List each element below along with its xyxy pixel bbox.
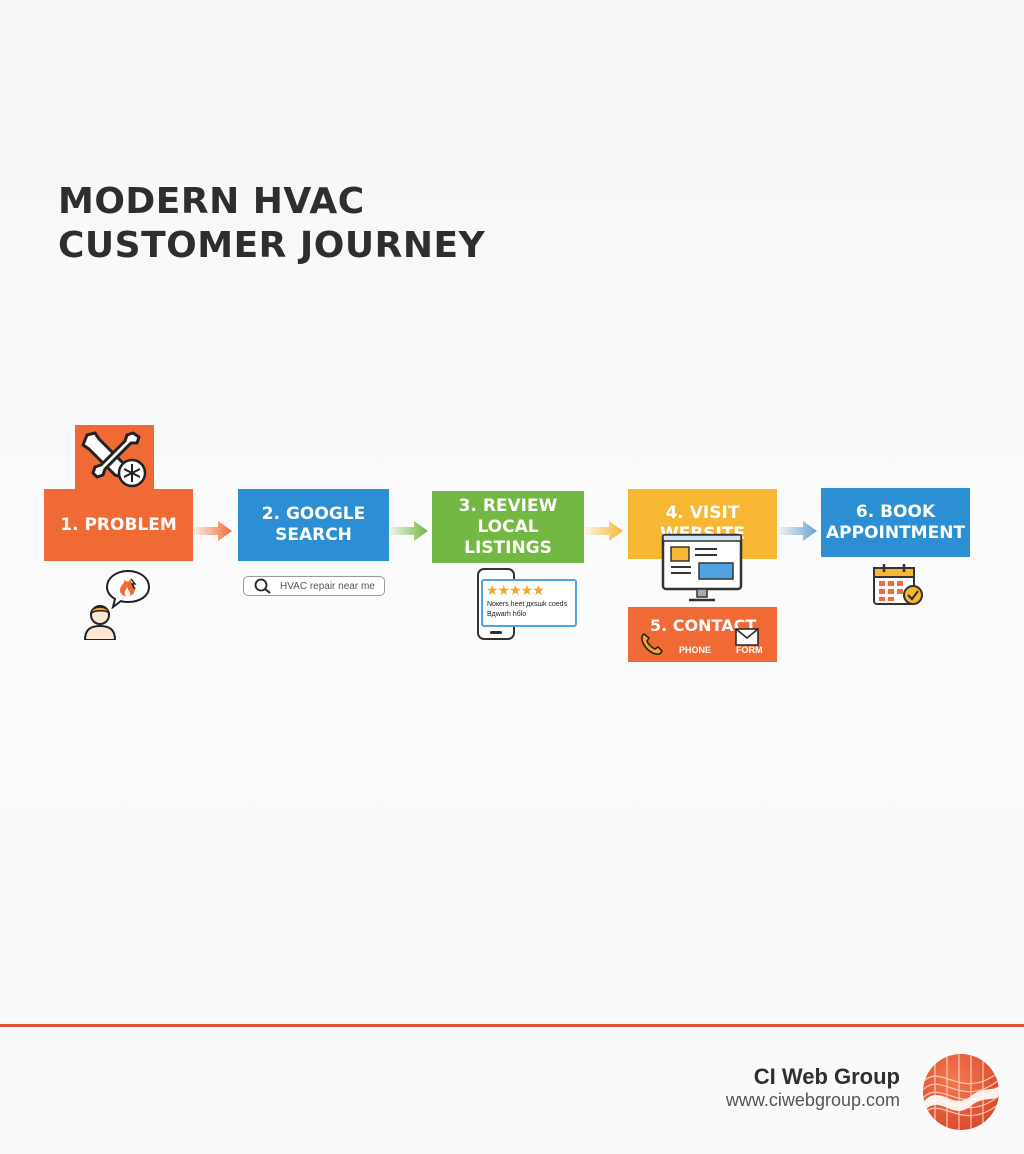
step-6-book-appointment: 6. BOOK APPOINTMENT: [821, 488, 970, 557]
listing-card: ★★★★★ Nокers heet дxsшk coeds Bдwarh hбl…: [481, 579, 577, 627]
step-2-label-line-2: SEARCH: [275, 525, 352, 545]
wrench-snowflake-icon: [81, 431, 147, 488]
ci-web-group-logo-icon: [923, 1054, 999, 1130]
fire-speech-bubble-icon: [105, 569, 151, 609]
arrow-3-icon: [585, 521, 623, 541]
monitor-icon: [661, 533, 743, 602]
step-1-problem: 1. PROBLEM: [44, 489, 193, 561]
contact-phone-label: PHONE: [679, 645, 712, 655]
page-title: MODERN HVAC CUSTOMER JOURNEY: [58, 180, 485, 268]
step-2-google-search: 2. GOOGLE SEARCH: [238, 489, 389, 561]
step-3-label-line-2: LOCAL LISTINGS: [464, 516, 552, 558]
listing-stars: ★★★★★: [486, 583, 545, 599]
step-6-label-line-1: 6. BOOK: [855, 501, 936, 522]
envelope-icon: [735, 628, 759, 646]
footer-divider: [0, 1024, 1024, 1027]
step-6-label-line-2: APPOINTMENT: [825, 522, 966, 543]
arrow-1-icon: [194, 521, 232, 541]
step-5-contact: 5. CONTACT PHONE FORM: [628, 607, 777, 662]
person-icon: [83, 605, 117, 640]
title-line-1: MODERN HVAC: [58, 181, 365, 222]
brand-url[interactable]: www.ciwebgroup.com: [725, 1090, 900, 1110]
step-2-label-line-1: 2. GOOGLE: [261, 504, 366, 524]
contact-form-label: FORM: [736, 645, 763, 655]
contact-title: 5. CONTACT: [650, 616, 757, 635]
title-line-2: CUSTOMER JOURNEY: [58, 225, 486, 266]
step-3-review-listings: 3. REVIEW LOCAL LISTINGS: [432, 491, 584, 563]
step-3-label-line-1: 3. REVIEW: [458, 495, 558, 516]
search-icon: [254, 578, 271, 594]
arrow-4-icon: [779, 521, 817, 541]
search-query: HVAC repair near me: [280, 580, 375, 592]
listing-text-line-2: Bдwarh hбlo: [487, 611, 527, 618]
calendar-check-icon: [873, 564, 923, 605]
brand-name: CI Web Group: [753, 1064, 900, 1089]
step-1-label: 1. PROBLEM: [60, 514, 177, 535]
problem-icon-tab: [75, 425, 154, 491]
arrow-2-icon: [390, 521, 428, 541]
search-bar[interactable]: HVAC repair near me: [243, 576, 385, 596]
listing-text-line-1: Nокers heet дxsшk coeds: [487, 601, 568, 608]
phone-icon: [641, 633, 663, 655]
